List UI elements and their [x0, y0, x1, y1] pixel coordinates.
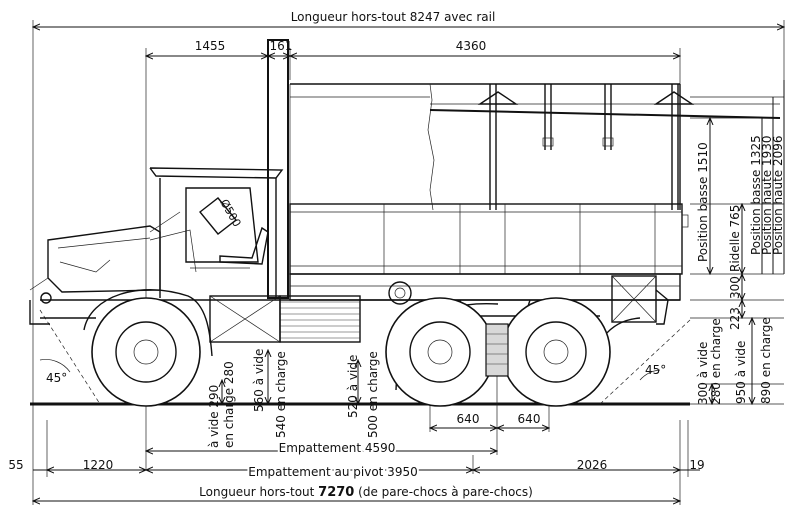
dim-640-second: 640 — [518, 412, 541, 426]
overall-length-value: 7270 — [318, 485, 354, 500]
rear-angle-label: 45° — [645, 363, 666, 377]
overall-length-rail-label: Longueur hors-tout 8247 avec rail — [291, 10, 496, 24]
rail-high-label: Position haute 1930 — [760, 135, 774, 255]
dim-640-first: 640 — [457, 412, 480, 426]
rear-load-280: 280 en charge — [709, 318, 723, 405]
front-wheel — [91, 297, 201, 407]
front-load-280: en charge 280 — [222, 361, 236, 448]
rear-empty-520: 520 à vide — [346, 355, 360, 418]
pivot-wheelbase-label: Empattement au pivot 3950 — [248, 465, 417, 479]
mid-load-540: 540 en charge — [274, 351, 288, 438]
cargo-cover — [289, 83, 781, 211]
dim-19: 19 — [689, 458, 704, 472]
dim-4360: 4360 — [456, 39, 487, 53]
rear-wheel-2 — [501, 297, 611, 407]
dim-223: 223 — [728, 307, 742, 330]
ground-clearance-dimensions: à vide 290 en charge 280 560 à vide 540 … — [207, 349, 380, 448]
height-empty-950: 950 à vide — [734, 341, 748, 404]
rear-empty-300: 300 à vide — [696, 342, 710, 405]
cargo-bed — [289, 203, 689, 275]
front-empty-290: à vide 290 — [207, 385, 221, 448]
fuel-tank — [209, 295, 361, 343]
approach-departure-angles: 45° 45° — [39, 309, 691, 405]
rear-wheel-1 — [385, 297, 495, 407]
cab: Ø500 — [29, 39, 289, 304]
overall-length-label: Longueur hors-tout 7270 (de pare-chocs à… — [199, 485, 533, 500]
bottom-dimensions: 640 640 Empattement 4590 Empattement au … — [8, 330, 784, 505]
steering-wheel-label: Ø500 — [217, 197, 243, 229]
dim-2026: 2026 — [577, 458, 608, 472]
front-angle-label: 45° — [46, 371, 67, 385]
dim-55: 55 — [8, 458, 23, 472]
ridelle-label: Ridelle 765 — [728, 205, 742, 272]
height-load-890: 890 en charge — [759, 317, 773, 404]
rear-load-500: 500 en charge — [366, 351, 380, 438]
cover-low-label: Position basse 1510 — [696, 142, 710, 262]
dim-1455: 1455 — [195, 39, 226, 53]
cover-high-label: Position haute 2096 — [771, 135, 785, 255]
dim-300-chassis: 300 — [728, 276, 742, 299]
dim-1220: 1220 — [83, 458, 114, 472]
dim-161: 161 — [270, 39, 293, 53]
rail-low-label: Position basse 1325 — [749, 135, 763, 255]
right-vertical-dimensions: Position basse 1510 Ridelle 765 Position… — [690, 80, 785, 405]
mid-empty-560: 560 à vide — [252, 349, 266, 412]
truck-outline: Ø500 — [29, 39, 781, 407]
wheelbase-label: Empattement 4590 — [279, 441, 396, 455]
